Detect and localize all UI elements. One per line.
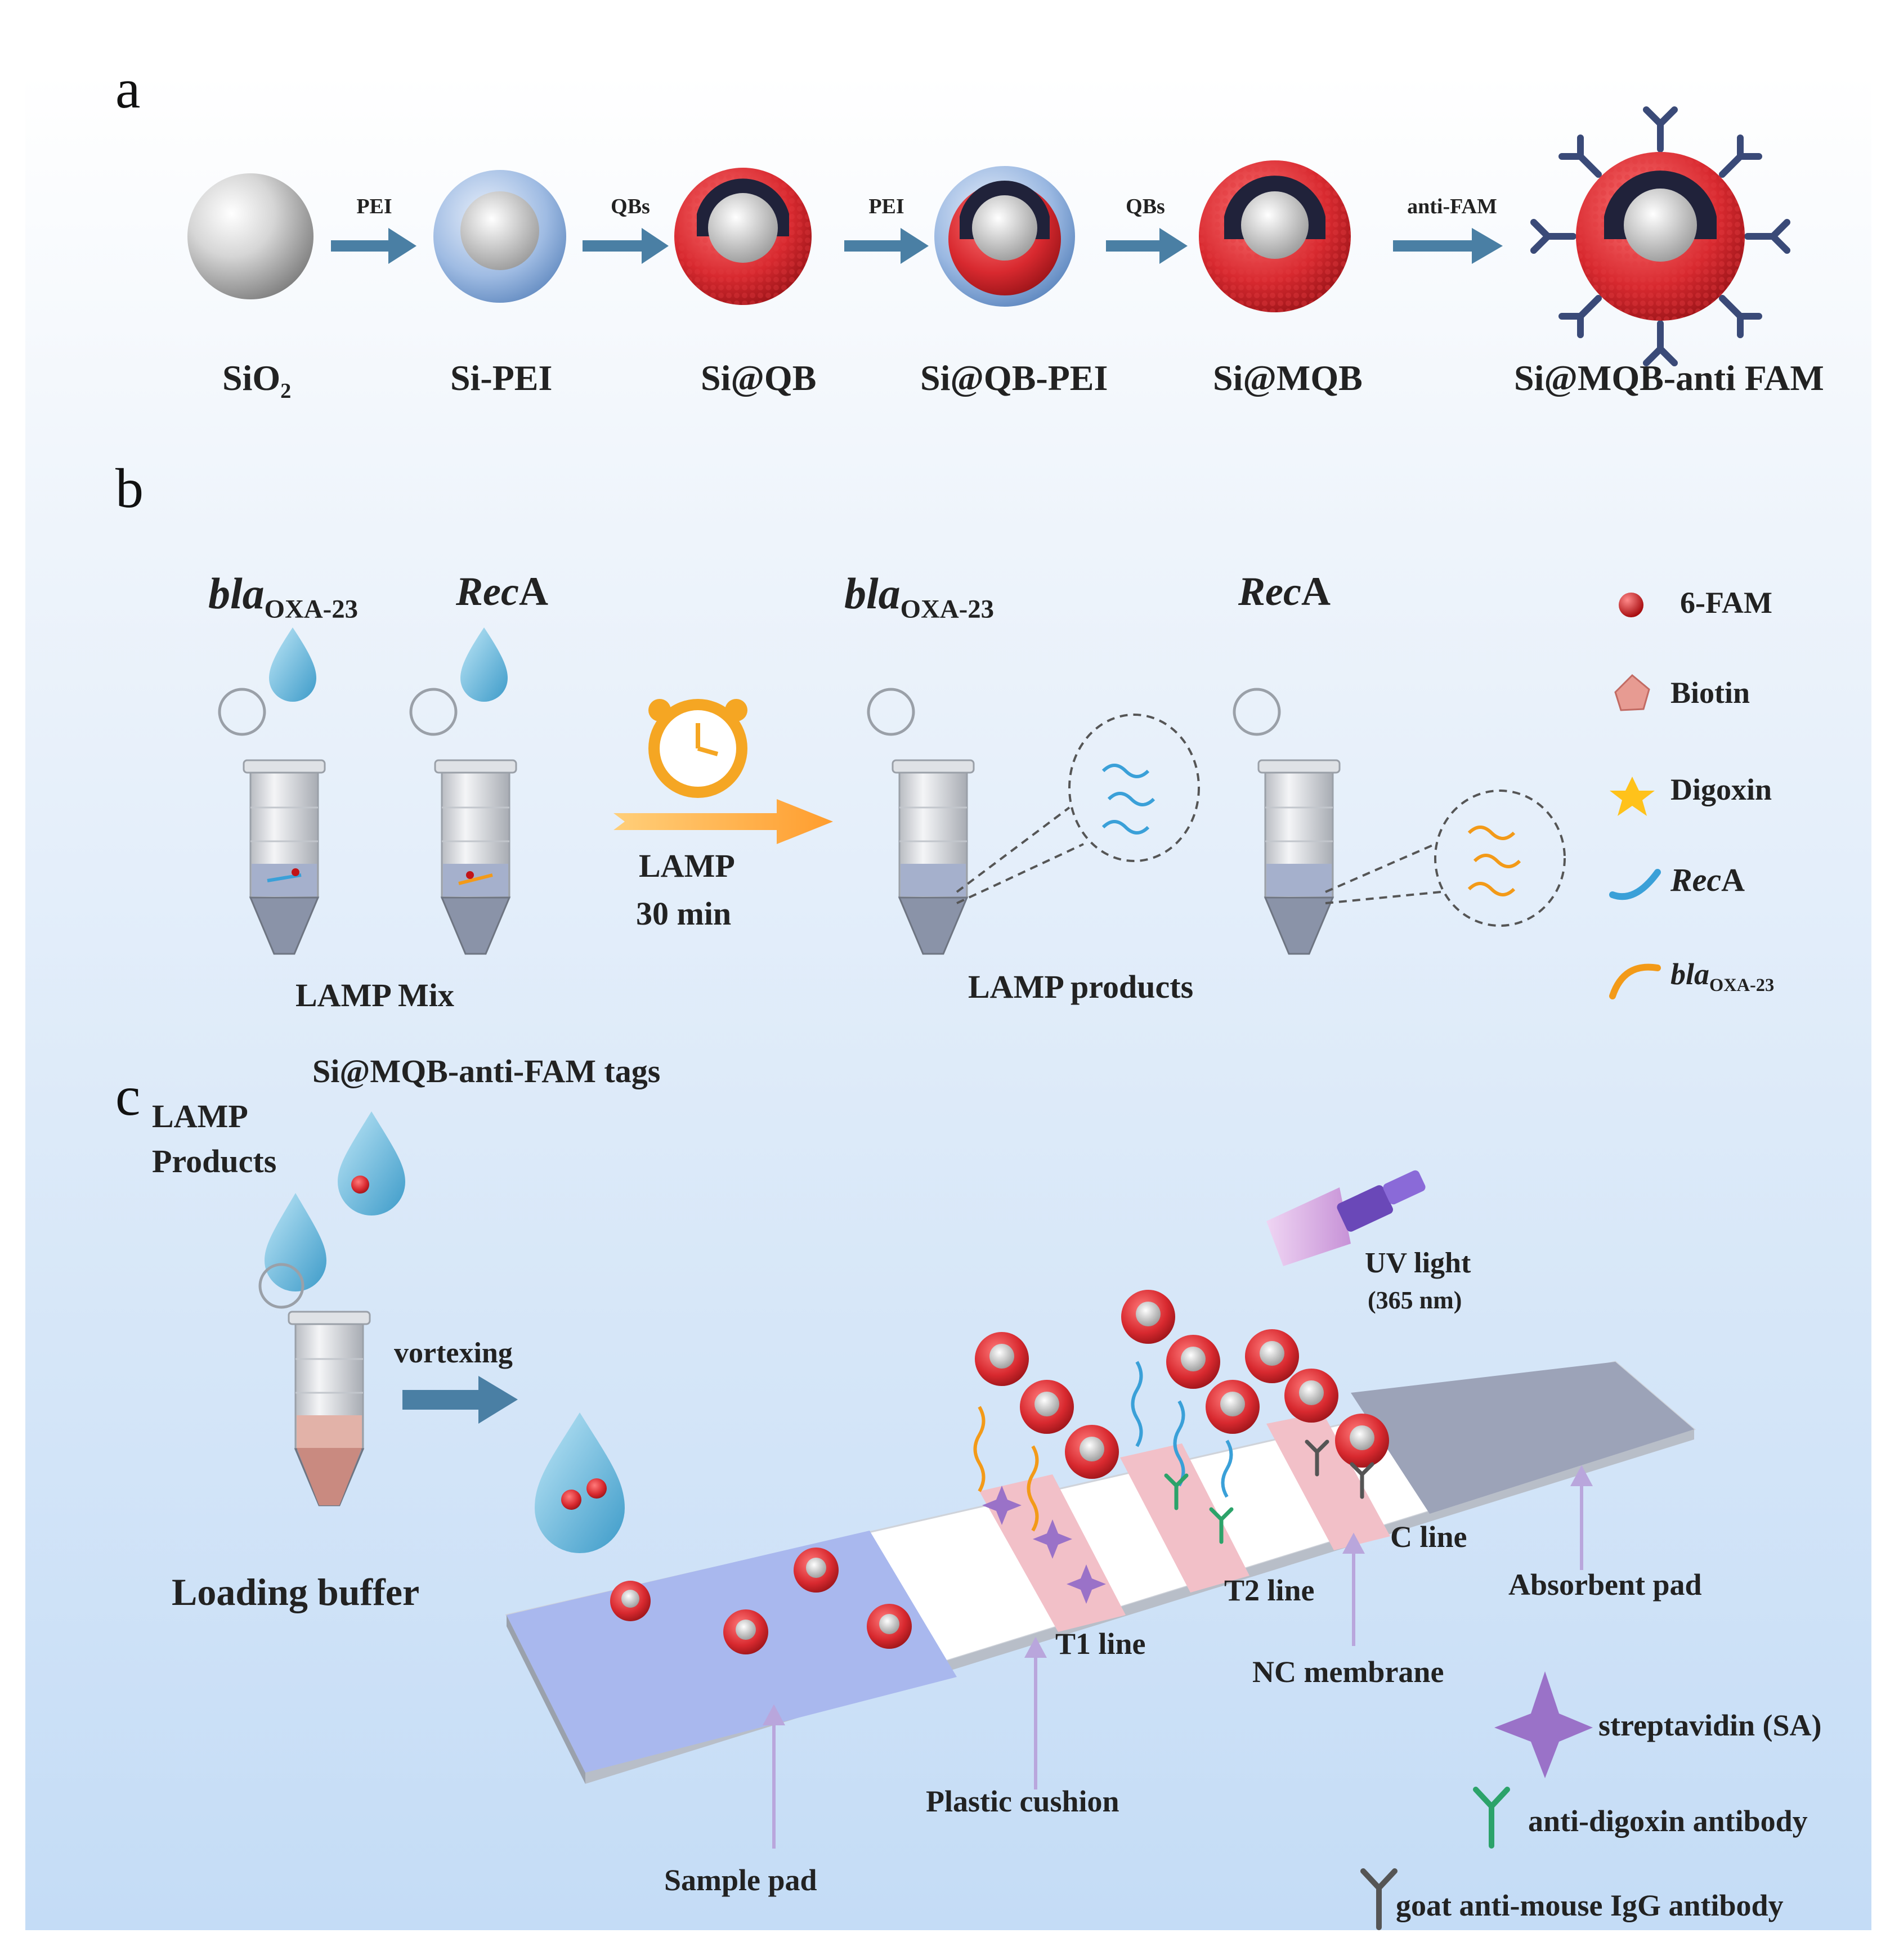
lamp-arrow [613, 799, 833, 844]
anti-digoxin-legend-icon [1473, 1787, 1510, 1849]
label-bla-oxa23-product: blaOXA-23 [844, 569, 995, 624]
label-nc-membrane: NC membrane [1252, 1655, 1444, 1689]
label-lamp-products: LAMP products [968, 968, 1194, 1005]
sa-legend-icon [1494, 1671, 1593, 1778]
alarm-clock-icon [648, 699, 747, 798]
tube-lamp-mix-2 [434, 759, 517, 955]
legend-sa-label: streptavidin (SA) [1598, 1708, 1822, 1742]
legend-bla-label: blaOXA-23 [1670, 957, 1775, 995]
si-qb-pei-sphere [934, 166, 1075, 307]
digoxin-icon [1610, 777, 1655, 816]
label-si-mqb-anti-fam: Si@MQB-anti FAM [1514, 358, 1824, 398]
legend-goat-antibody-label: goat anti-mouse IgG antibody [1396, 1889, 1784, 1922]
label-lamp-time: 30 min [636, 895, 732, 932]
panel-label-a: a [115, 57, 141, 120]
t2-line [1120, 1443, 1249, 1593]
label-vortexing: vortexing [394, 1337, 513, 1369]
panel-label-c: c [115, 1065, 141, 1127]
label-uv-light: UV light [1365, 1247, 1471, 1279]
panel-label-b: b [115, 457, 144, 519]
c-line [1266, 1412, 1390, 1550]
label-uv-nm: (365 nm) [1368, 1286, 1462, 1314]
label-si-qb: Si@QB [701, 358, 817, 398]
biotin-icon [1614, 674, 1650, 711]
arrow-label-pei-1: PEI [356, 195, 392, 218]
qb-tags [610, 1290, 1389, 1654]
label-si-pei: Si-PEI [450, 358, 553, 398]
legend-biotin-label: Biotin [1670, 676, 1750, 710]
tube-lamp-products-1 [892, 759, 975, 955]
label-tags: Si@MQB-anti-FAM tags [312, 1053, 661, 1089]
arrow-label-qbs-2: QBs [1126, 195, 1165, 218]
label-absorbent-pad: Absorbent pad [1508, 1568, 1702, 1602]
arrow-label-anti-fam: anti-FAM [1407, 195, 1497, 218]
absorbent-pad [1351, 1362, 1694, 1514]
si-mqb-anti-fam-sphere [1530, 106, 1790, 366]
label-lamp-products-c-2: Products [152, 1143, 277, 1179]
droplet-mixed [535, 1412, 625, 1553]
bla-legend-icon [1609, 963, 1661, 999]
si-pei-sphere [433, 170, 566, 303]
label-sample-pad: Sample pad [664, 1863, 817, 1897]
label-reca-mix: RecA [456, 569, 548, 614]
label-sio2: SiO2 [222, 358, 292, 403]
pointer-arrows [762, 1465, 1593, 1849]
si-mqb-sphere [1199, 160, 1351, 312]
label-t2-line: T2 line [1224, 1573, 1315, 1607]
panel-a-arrows [331, 228, 1503, 264]
uv-flashlight-icon [1266, 1170, 1426, 1266]
arrow-label-qbs-1: QBs [611, 195, 650, 218]
legend-anti-digoxin-label: anti-digoxin antibody [1528, 1804, 1808, 1838]
label-reca-product: RecA [1238, 569, 1331, 614]
reca-legend-icon [1609, 869, 1661, 900]
label-t1-line: T1 line [1055, 1627, 1146, 1661]
si-qb-sphere [674, 168, 812, 305]
vortex-arrow [402, 1376, 518, 1424]
fam-icon [1619, 593, 1643, 617]
label-loading-buffer: Loading buffer [172, 1571, 420, 1613]
droplet-products [265, 1193, 326, 1291]
zoom-callouts [956, 714, 1566, 927]
label-si-mqb: Si@MQB [1213, 358, 1363, 398]
droplet-bla [269, 627, 316, 702]
label-lamp: LAMP [639, 847, 735, 884]
arrow-label-pei-2: PEI [868, 195, 904, 218]
legend-fam-label: 6-FAM [1680, 586, 1772, 620]
legend-reca-label: RecA [1670, 862, 1745, 898]
tube-loading-buffer [288, 1311, 371, 1506]
label-bla-oxa23-mix: blaOXA-23 [208, 569, 359, 624]
label-lamp-mix: LAMP Mix [295, 977, 454, 1013]
tube-lamp-mix-1 [243, 759, 326, 955]
label-lamp-products-c-1: LAMP [152, 1098, 248, 1134]
legend-digoxin-label: Digoxin [1670, 773, 1772, 806]
tube-lamp-products-2 [1257, 759, 1341, 955]
droplet-reca [460, 627, 508, 702]
label-plastic-cushion: Plastic cushion [926, 1784, 1119, 1818]
goat-antibody-legend-icon [1360, 1868, 1398, 1930]
sio2-sphere [187, 173, 313, 299]
label-c-line: C line [1390, 1520, 1467, 1554]
label-si-qb-pei: Si@QB-PEI [920, 358, 1108, 398]
